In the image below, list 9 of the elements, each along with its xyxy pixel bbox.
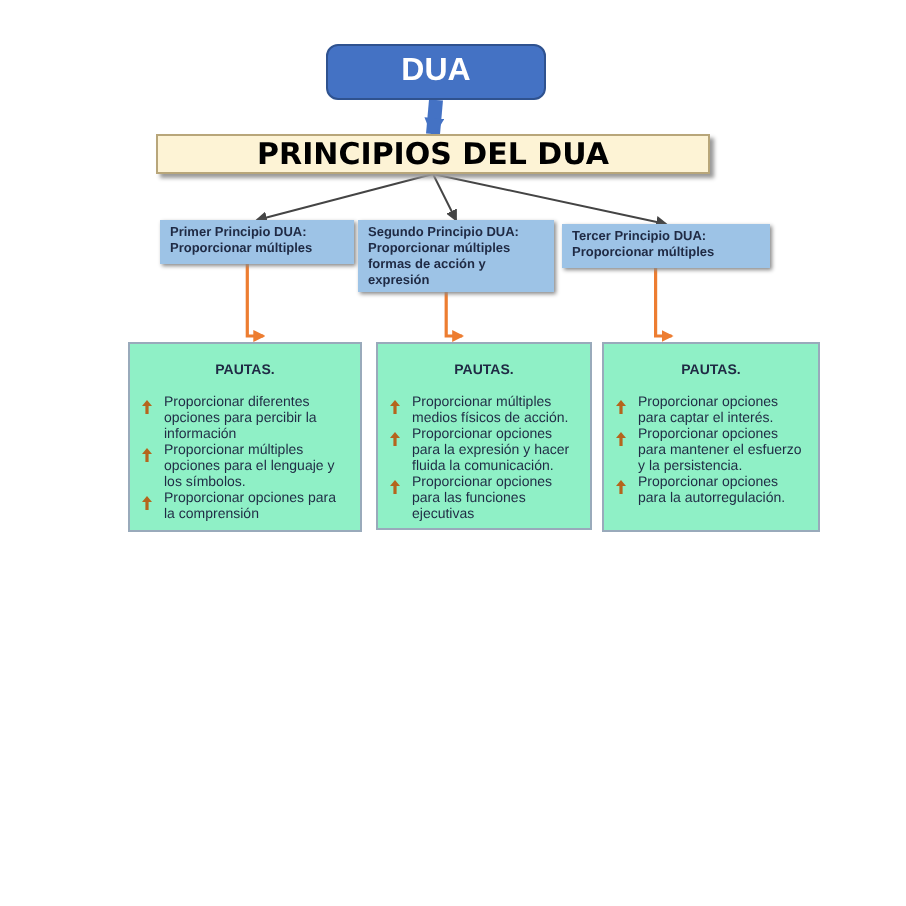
arrow	[432, 173, 668, 228]
arrow	[255, 173, 434, 224]
arrow	[424, 99, 445, 138]
arrow	[444, 292, 465, 342]
arrow	[654, 268, 674, 342]
arrow	[432, 173, 457, 222]
heading-banner: PRINCIPIOS DEL DUA	[156, 134, 710, 174]
arrow	[245, 264, 266, 342]
title-box: DUA	[326, 44, 546, 100]
